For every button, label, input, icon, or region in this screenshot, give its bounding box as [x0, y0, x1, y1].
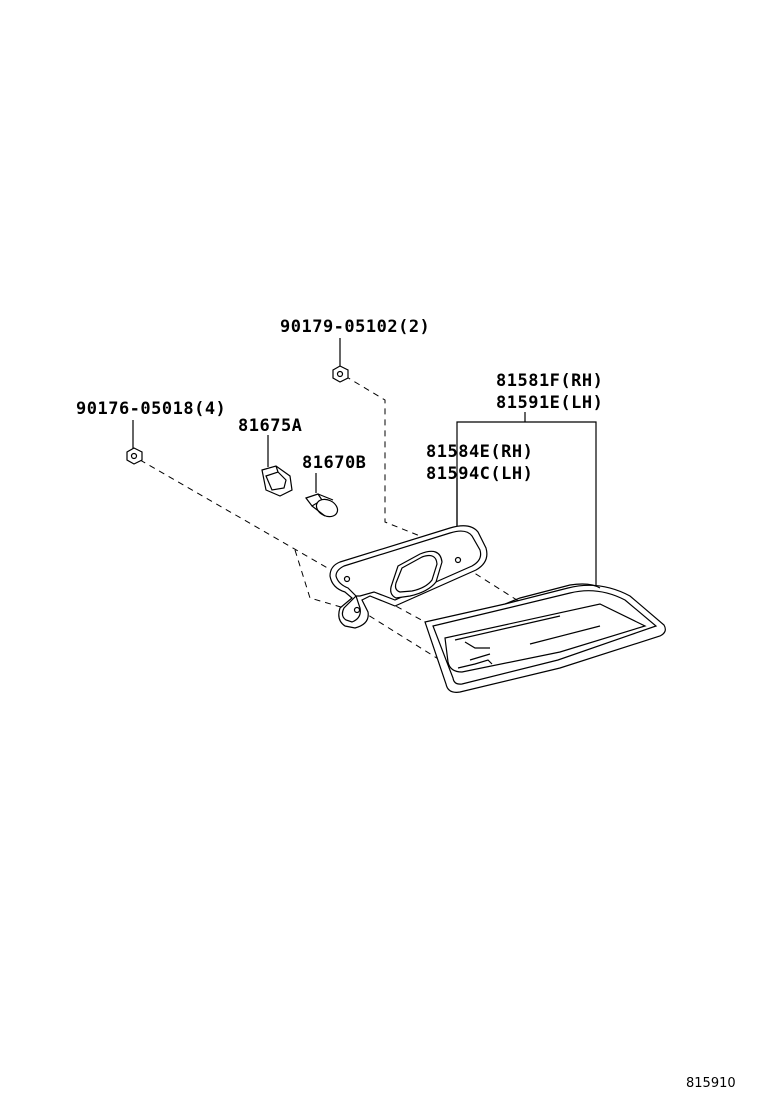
screw-left-icon — [126, 447, 143, 465]
callout-gasket-lh: 81594C(LH) — [426, 464, 534, 484]
screw-top-icon — [332, 365, 349, 383]
bulb-icon — [305, 493, 339, 518]
leader-lines — [132, 338, 597, 588]
callout-screw-left: 90176-05018(4) — [76, 399, 227, 419]
gasket-plate — [329, 525, 488, 629]
callout-lamp-assy-rh: 81581F(RH) — [496, 371, 604, 391]
callout-gasket-rh: 81584E(RH) — [426, 442, 534, 462]
lamp-assembly — [424, 583, 666, 693]
callout-lamp-assy-lh: 81591E(LH) — [496, 393, 604, 413]
leader-lamp-assy — [456, 421, 597, 588]
callout-bulb: 81670B — [302, 453, 367, 473]
callout-screw-top: 90179-05102(2) — [280, 317, 431, 337]
figure-id: 815910 — [686, 1076, 736, 1091]
callout-socket: 81675A — [238, 416, 303, 436]
socket-icon — [261, 465, 293, 497]
